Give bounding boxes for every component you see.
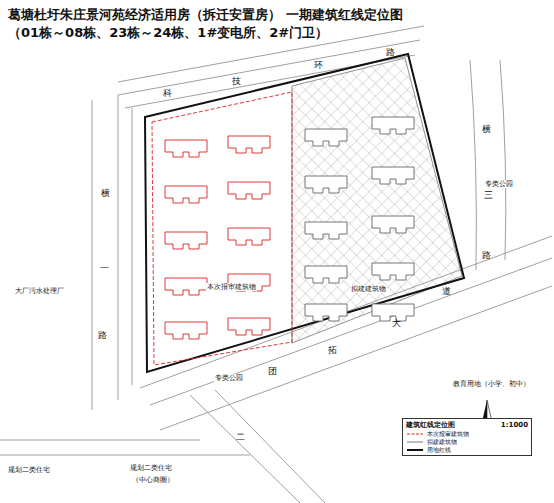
area-label: 规划二类住宅 xyxy=(130,464,172,472)
building-outline xyxy=(305,176,347,193)
legend-text: 用地红线 xyxy=(427,446,451,454)
title: 葛塘杜圩朱庄景河苑经济适用房（拆迁安置房） 一期建筑红线定位图 （01栋～08栋… xyxy=(8,6,412,41)
road-name: 技 xyxy=(232,76,241,86)
building-outline xyxy=(305,222,347,239)
area-label: 大厂污水处理厂 xyxy=(14,287,65,295)
legend-heading: 建筑红线定位图 xyxy=(406,421,455,430)
legend-sample xyxy=(406,447,424,453)
building-outline xyxy=(305,129,347,146)
building-outline xyxy=(372,216,414,233)
building-outline xyxy=(305,266,347,283)
road-name: 三 xyxy=(484,190,493,200)
building-outline xyxy=(228,182,270,199)
building-outline xyxy=(165,278,207,295)
building-outline xyxy=(372,167,414,184)
building-outline xyxy=(372,263,414,280)
area-label: 专类公园 xyxy=(484,180,514,188)
legend-sample xyxy=(406,431,424,437)
road-lines xyxy=(0,26,552,503)
road-name: 环 xyxy=(314,60,323,70)
area-label: 专类公园 xyxy=(214,374,244,382)
road-name: 二 xyxy=(236,432,245,442)
building-outline xyxy=(165,232,207,249)
reviewed-area xyxy=(152,92,292,365)
building-outline xyxy=(305,304,347,321)
building-outline xyxy=(165,186,207,203)
site-boundary xyxy=(145,54,464,372)
road-name: 横 xyxy=(482,124,491,134)
area-label: （中心商圈） xyxy=(132,476,174,484)
road-name: 大 xyxy=(392,318,401,328)
building-outline xyxy=(372,117,414,134)
road-name: 路 xyxy=(98,330,107,340)
legend-heading: 1:1000 xyxy=(501,421,528,430)
area-label: 拟建建筑物 xyxy=(350,285,387,293)
road-name: 拓 xyxy=(328,345,337,355)
area-label: 本次报审建筑物 xyxy=(206,283,257,291)
legend-text: 本次报审建筑物 xyxy=(427,430,469,438)
road-name: 团 xyxy=(268,366,277,376)
road-name: 路 xyxy=(386,47,395,57)
road-name: 道 xyxy=(442,286,451,296)
building-outline xyxy=(165,140,207,157)
road-name: 路 xyxy=(482,250,491,260)
legend: 建筑红线定位图 1:1000 本次报审建筑物拟建建筑物用地红线 xyxy=(402,418,532,456)
road-name: 一 xyxy=(100,263,109,273)
road-name: 横 xyxy=(101,188,110,198)
building-outline xyxy=(228,318,270,335)
area-label: 教育用地（小学、初中） xyxy=(452,380,531,388)
proposed-area xyxy=(292,58,462,343)
building-outline xyxy=(228,228,270,245)
road-name: 科 xyxy=(163,88,172,98)
building-outline xyxy=(165,322,207,339)
legend-sample xyxy=(406,439,424,445)
building-outline xyxy=(228,136,270,153)
area-label: 规划二类住宅 xyxy=(8,466,50,474)
legend-text: 拟建建筑物 xyxy=(427,438,457,446)
